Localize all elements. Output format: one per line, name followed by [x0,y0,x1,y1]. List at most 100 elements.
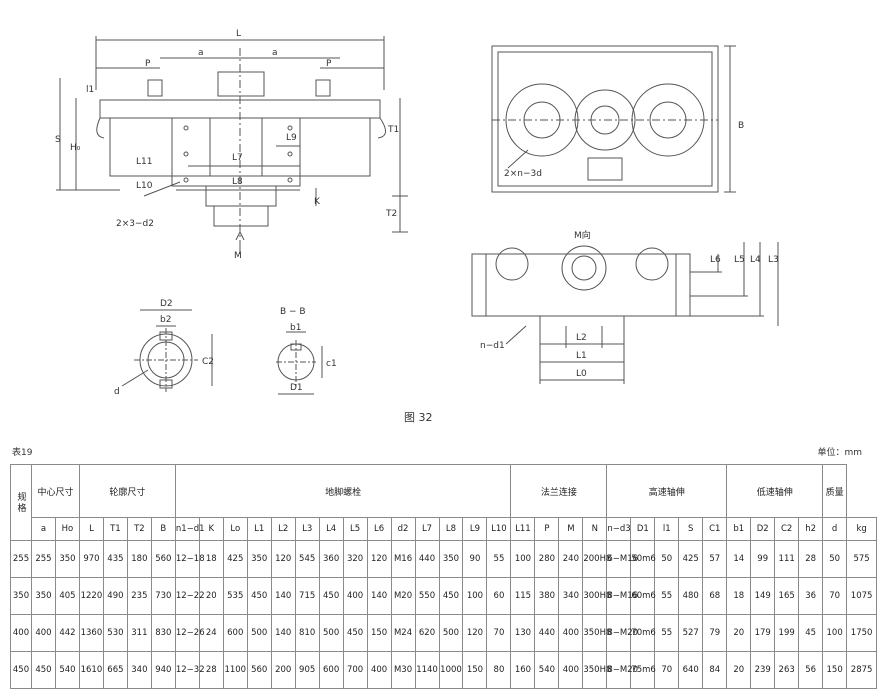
table-cell: 450 [246,577,272,615]
table-cell: 75m6 [630,651,656,689]
front-view [56,36,408,254]
column-header: d2 [390,517,416,541]
svg-text:B − B: B − B [280,307,306,317]
table-cell: 150 [366,614,392,652]
table-cell: 45 [798,614,824,652]
table-cell: 50 [822,540,848,578]
table-cell: 500 [246,614,272,652]
table-cell: 405 [54,577,80,615]
table-cell: 20 [726,651,752,689]
column-header: T1 [102,517,128,541]
table-cell: 400 [558,651,584,689]
table-cell: 435 [102,540,128,578]
table-cell: 100 [462,577,488,615]
table-cell: 55 [654,577,680,615]
svg-text:M: M [234,251,242,261]
table-cell: 263 [774,651,800,689]
svg-text:L6: L6 [710,255,721,265]
table-cell: 450 [318,577,344,615]
column-header: L6 [366,517,392,541]
plan-view-labels: B 2×n−3d [504,121,744,179]
table-number: 表19 [12,448,33,458]
column-header: L3 [294,517,320,541]
column-header: L8 [438,517,464,541]
table-cell: 70 [486,614,512,652]
svg-text:L0: L0 [576,369,587,379]
svg-text:C2: C2 [202,357,214,367]
svg-text:L4: L4 [750,255,761,265]
svg-text:M向: M向 [574,229,591,241]
table-cell: 150 [822,651,848,689]
svg-text:c1: c1 [326,359,337,369]
table-cell: 350H8 [582,651,611,689]
mass-header: 质量 [822,464,848,518]
figure-caption: 图 32 [404,411,433,424]
table-cell: 500 [318,614,344,652]
table-cell: 60 [486,577,512,615]
table-cell: 12−32 [174,651,205,689]
table-cell: 350 [31,577,56,615]
table-cell: 199 [774,614,800,652]
table-cell: 150 [462,651,488,689]
column-header: b1 [726,517,752,541]
column-header: D2 [750,517,776,541]
table-cell: 350 [54,540,80,578]
table-cell: 340 [126,651,152,689]
table-cell: 280 [534,540,560,578]
mass-cell: 1750 [846,614,878,652]
table-cell: 84 [702,651,728,689]
table-cell: 56 [798,651,824,689]
table-cell: 600 [222,614,248,652]
table-cell: 57 [702,540,728,578]
table-cell: 527 [678,614,704,652]
table-cell: 50 [654,540,680,578]
table-cell: 1360 [78,614,104,652]
svg-text:P: P [326,59,332,69]
table-cell: 970 [78,540,104,578]
table-cell: 111 [774,540,800,578]
svg-text:d: d [114,387,120,397]
table-cell: 830 [150,614,176,652]
svg-text:L3: L3 [768,255,779,265]
table-cell: 1610 [78,651,104,689]
svg-text:P: P [145,59,151,69]
section-b-b-labels: B − B b1 c1 D1 [280,307,337,393]
svg-text:D2: D2 [160,299,173,309]
table-cell: 70m6 [630,614,656,652]
low-speed-shaft-labels: D2 b2 C2 d [114,299,214,397]
group-header: 轮廓尺寸 [78,464,176,518]
spec-cell: 400 [10,614,32,652]
table-cell: M16 [390,540,416,578]
column-header: S [678,517,704,541]
table-cell: 18 [726,577,752,615]
table-cell: 450 [438,577,464,615]
group-header: 高速轴伸 [606,464,728,518]
table-cell: 99 [750,540,776,578]
svg-text:a: a [198,48,204,58]
m-direction-view-labels: M向 L6 L5 L4 L3 L2 L1 L0 n−d1 [480,229,779,379]
table-cell: 12−26 [174,614,205,652]
table-cell: 442 [54,614,80,652]
table-cell: 400 [31,614,56,652]
table-cell: 340 [558,577,584,615]
table-cell: 560 [246,651,272,689]
table-cell: 400 [558,614,584,652]
table-cell: 730 [150,577,176,615]
svg-text:l1: l1 [86,85,94,95]
table-cell: 28 [798,540,824,578]
column-header: C1 [702,517,728,541]
table-cell: 255 [31,540,56,578]
column-header: a [31,517,56,541]
table-cell: 940 [150,651,176,689]
table-cell: 160 [510,651,536,689]
low-speed-shaft-section [121,309,213,392]
table-cell: 535 [222,577,248,615]
svg-text:S: S [55,135,61,145]
table-cell: M20 [390,577,416,615]
table-cell: 235 [126,577,152,615]
column-header: L [78,517,104,541]
column-header: h2 [798,517,824,541]
table-cell: 1220 [78,577,104,615]
